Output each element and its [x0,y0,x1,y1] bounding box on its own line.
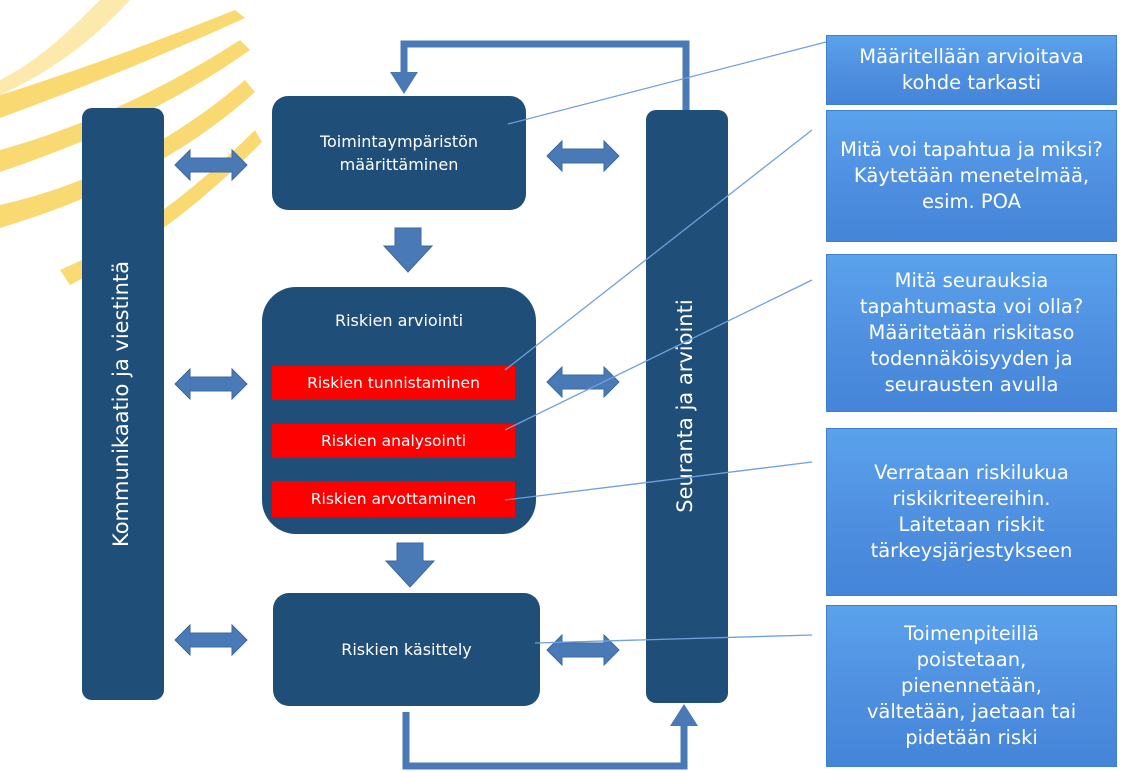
communication-bar-label: Kommunikaatio ja viestintä [109,260,133,548]
callout-4: Verrataan riskilukua riskikriteereihin. … [826,428,1117,596]
context-box-label: Toimintaympäristön määrittäminen [319,131,479,174]
callout-5-text: Toimenpiteillä poistetaan, pienennetään,… [866,622,1077,749]
risk-treatment-label: Riskien käsittely [341,639,472,659]
callout-1: Määritellään arvioitava kohde tarkasti [826,35,1117,105]
step-evaluation: Riskien arvottaminen [272,481,515,517]
callout-1-text: Määritellään arvioitava kohde tarkasti [859,45,1084,94]
callout-2: Mitä voi tapahtua ja miksi? Käytetään me… [826,110,1117,242]
step-identification: Riskien tunnistaminen [272,366,515,400]
callout-5: Toimenpiteillä poistetaan, pienennetään,… [826,605,1117,767]
double-arrow-left-1 [174,148,248,182]
callout-3: Mitä seurauksia tapahtumasta voi olla? M… [826,254,1117,412]
callout-4-text: Verrataan riskilukua riskikriteereihin. … [870,461,1073,562]
double-arrow-left-3 [174,623,248,657]
down-arrow-1 [382,227,434,273]
step-analysis: Riskien analysointi [272,424,515,458]
context-box: Toimintaympäristön määrittäminen [272,96,526,210]
callout-3-text: Mitä seurauksia tapahtumasta voi olla? M… [859,269,1084,396]
monitoring-bar-label: Seuranta ja arviointi [673,299,697,513]
double-arrow-right-3 [546,633,620,667]
feedback-loop-bottom [402,712,688,770]
communication-bar [82,108,164,700]
down-arrow-2 [384,542,436,588]
risk-treatment-box: Riskien käsittely [273,593,540,706]
risk-assessment-title: Riskien arviointi [334,311,464,330]
double-arrow-left-2 [174,367,248,401]
double-arrow-right-1 [546,139,620,173]
feedback-loop-bottom-arrowhead [670,704,698,726]
callout-2-text: Mitä voi tapahtua ja miksi? Käytetään me… [840,138,1103,213]
double-arrow-right-2 [546,365,620,399]
feedback-loop-top-arrowhead [390,72,418,94]
